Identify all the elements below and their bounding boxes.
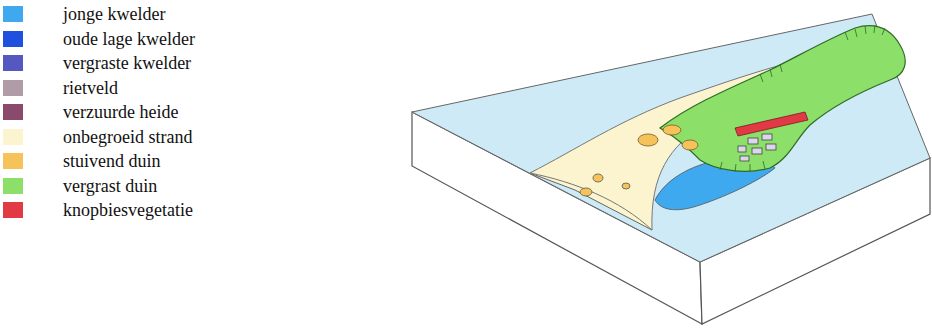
legend-label: knopbiesvegetatie [63, 199, 193, 221]
legend-label: stuivend duin [63, 150, 161, 172]
legend-entry: stuivend duin [0, 150, 400, 172]
legend-swatch [3, 31, 23, 47]
legend-label: rietveld [63, 77, 118, 99]
drifting-dune [663, 125, 681, 135]
legend-entry: verzuurde heide [0, 101, 400, 123]
beach-islet [593, 174, 603, 182]
legend-swatch [3, 55, 23, 71]
legend-swatch [3, 129, 23, 145]
village [738, 134, 776, 161]
legend-label: verzuurde heide [63, 101, 178, 123]
beach-islet [580, 188, 592, 196]
legend-swatch [3, 153, 23, 169]
knopbies-strip [735, 112, 808, 136]
legend-swatch [3, 104, 23, 120]
legend-swatch [3, 178, 23, 194]
sea-surface [412, 14, 930, 262]
green-dune [660, 26, 905, 172]
legend-entry: jonge kwelder [0, 3, 400, 25]
legend-label: oude lage kwelder [63, 28, 195, 50]
beach-islet [622, 183, 630, 189]
legend: jonge kwelder oude lage kweldervergraste … [0, 0, 400, 330]
drifting-dune [682, 140, 698, 150]
legend-entry: vergrast duin [0, 175, 400, 197]
legend-entry: onbegroeid strand [0, 126, 400, 148]
legend-label: vergrast duin [63, 175, 157, 197]
legend-swatch [3, 80, 23, 96]
legend-label: vergraste kwelder [63, 52, 191, 74]
legend-entry: knopbiesvegetatie [0, 199, 400, 221]
legend-entry: oude lage kwelder [0, 28, 400, 50]
legend-entry: vergraste kwelder [0, 52, 400, 74]
dune-hatching [720, 25, 885, 172]
legend-label: onbegroeid strand [63, 126, 192, 148]
legend-label: jonge kwelder [63, 3, 165, 25]
legend-swatch [3, 202, 23, 218]
drifting-dune [638, 134, 658, 146]
legend-entry: rietveld [0, 77, 400, 99]
legend-swatch [3, 6, 23, 22]
